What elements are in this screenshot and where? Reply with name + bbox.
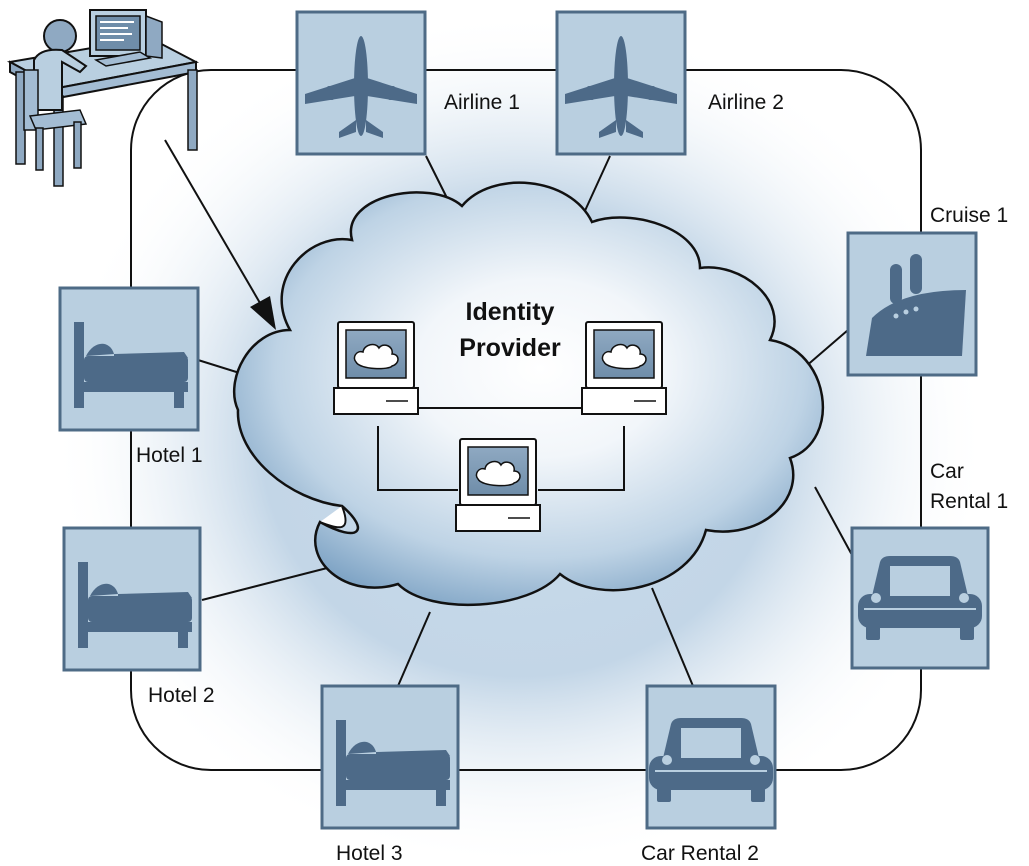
cloud-tail bbox=[319, 505, 347, 529]
car-rental2-node bbox=[645, 684, 777, 830]
airline1-label: Airline 1 bbox=[444, 91, 520, 114]
car-rental1-node bbox=[850, 526, 990, 670]
identity-provider-cloud bbox=[232, 181, 824, 607]
identity-provider-title-line1: Identity bbox=[466, 298, 555, 326]
hotel1-label: Hotel 1 bbox=[136, 444, 203, 467]
hotel3-label: Hotel 3 bbox=[336, 842, 403, 865]
airline2-label: Airline 2 bbox=[708, 91, 784, 114]
hotel3-node bbox=[320, 684, 460, 830]
user-to-cloud-arrow bbox=[164, 139, 276, 330]
server-bottom-computer-icon bbox=[455, 438, 541, 532]
airline1-node bbox=[295, 10, 427, 156]
hotel1-node bbox=[58, 286, 200, 432]
server-left-computer-icon bbox=[333, 321, 419, 415]
hotel2-label: Hotel 2 bbox=[148, 684, 215, 707]
hotel2-node bbox=[62, 526, 202, 672]
server-right-computer-icon bbox=[581, 321, 667, 415]
cruise1-node bbox=[846, 231, 978, 377]
server-links bbox=[377, 407, 625, 491]
identity-provider-title-line2: Provider bbox=[459, 334, 561, 362]
airline2-node bbox=[555, 10, 687, 156]
car-rental1-label-line1: Car bbox=[930, 460, 964, 483]
user-at-desk-icon bbox=[6, 9, 200, 187]
car-rental2-label: Car Rental 2 bbox=[641, 842, 759, 865]
car-rental1-label-line2: Rental 1 bbox=[930, 490, 1008, 513]
cruise-ship-icon bbox=[866, 254, 966, 356]
cruise1-label: Cruise 1 bbox=[930, 204, 1008, 227]
